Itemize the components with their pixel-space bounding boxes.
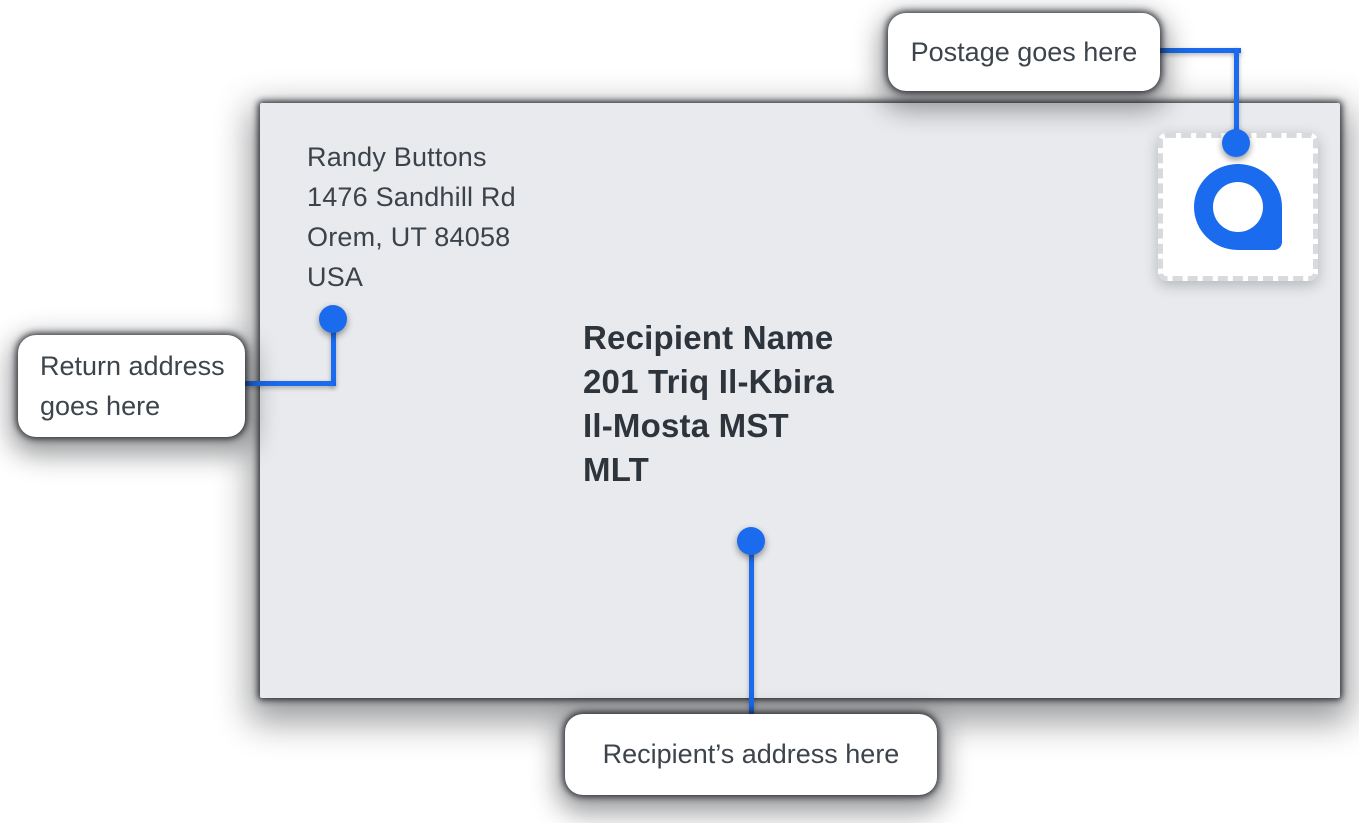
connector-dot-return xyxy=(319,305,347,333)
recipient-address-line: 201 Triq Il-Kbira xyxy=(583,363,834,400)
callout-recipient-address-label: Recipient’s address here xyxy=(602,739,900,769)
return-address-block: Randy Buttons 1476 Sandhill Rd Orem, UT … xyxy=(307,137,516,297)
recipient-address-line: Recipient Name xyxy=(583,319,834,356)
connector-line-recipient-vertical xyxy=(749,541,754,717)
connector-line-postage-vertical xyxy=(1234,48,1239,144)
recipient-address-line: MLT xyxy=(583,451,649,488)
callout-return-address: Return address goes here xyxy=(18,335,245,437)
return-address-line: 1476 Sandhill Rd xyxy=(307,182,516,212)
callout-postage: Postage goes here xyxy=(888,13,1160,91)
callout-recipient-address: Recipient’s address here xyxy=(565,714,937,795)
connector-dot-recipient xyxy=(737,527,765,555)
callout-postage-label: Postage goes here xyxy=(910,36,1138,67)
connector-dot-postage xyxy=(1222,129,1250,157)
connector-line-return-horizontal xyxy=(244,381,334,386)
return-address-line: Orem, UT 84058 xyxy=(307,222,511,252)
recipient-address-block: Recipient Name 201 Triq Il-Kbira Il-Most… xyxy=(583,316,834,492)
postage-stamp xyxy=(1158,133,1318,281)
postage-pin-logo-icon xyxy=(1194,164,1282,250)
connector-line-return-vertical xyxy=(331,319,336,386)
envelope: Randy Buttons 1476 Sandhill Rd Orem, UT … xyxy=(260,103,1340,698)
return-address-line: USA xyxy=(307,262,364,292)
return-address-line: Randy Buttons xyxy=(307,142,487,172)
callout-return-address-label: Return address goes here xyxy=(40,351,225,421)
connector-line-postage-horizontal xyxy=(1155,48,1241,53)
recipient-address-line: Il-Mosta MST xyxy=(583,407,789,444)
